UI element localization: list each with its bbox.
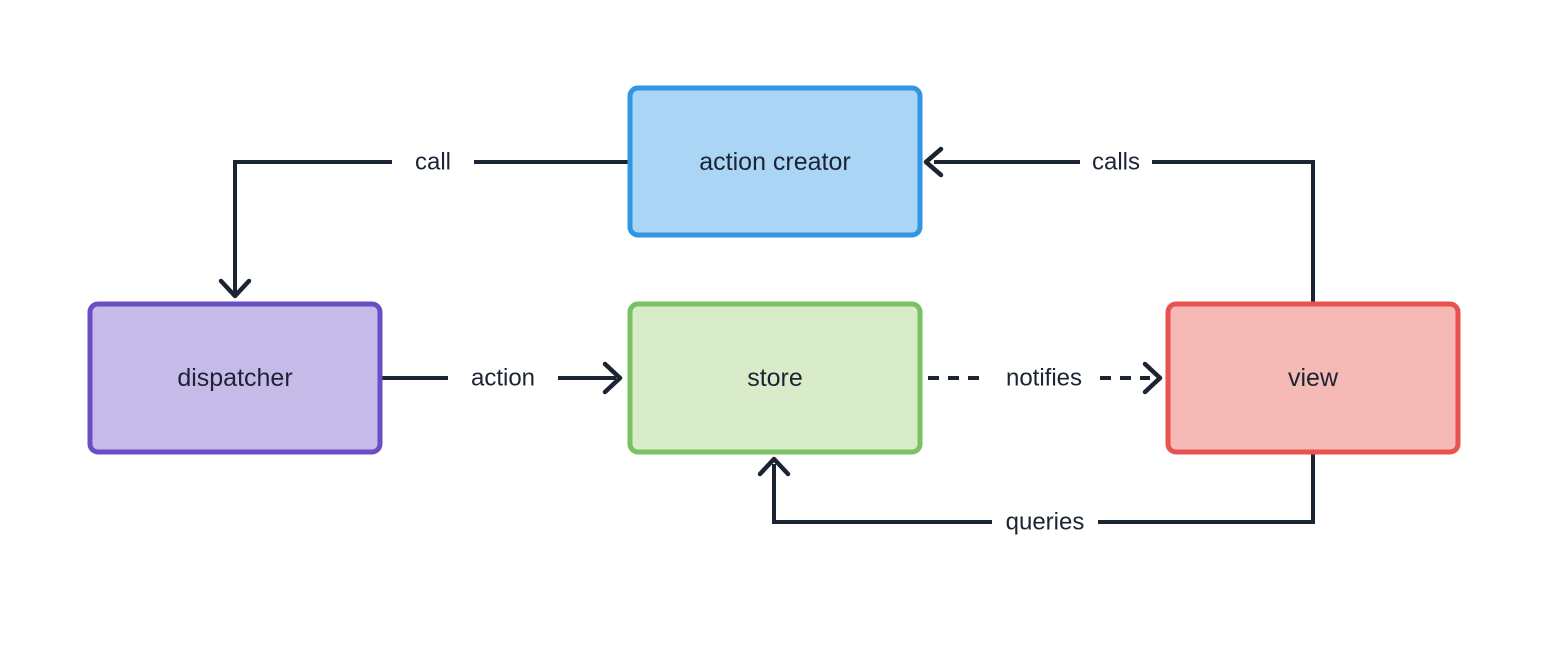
node-store-box (627, 301, 923, 455)
edge-label-notifies: notifies (1006, 365, 1082, 392)
edge-queries: queries (757, 452, 1315, 536)
arrowhead-down-icon (218, 278, 252, 299)
arrowhead-right-icon (602, 361, 623, 395)
arrowhead-right-icon (1142, 361, 1163, 395)
edge-label-queries: queries (1006, 509, 1085, 536)
edge-call: call (218, 149, 630, 299)
node-view-label: view (1288, 364, 1339, 392)
edge-action: action (382, 361, 623, 395)
node-dispatcher-label: dispatcher (177, 364, 292, 392)
node-view: view (1165, 301, 1461, 455)
node-store-label: store (747, 364, 803, 392)
node-action-creator-label: action creator (699, 148, 850, 176)
edge-label-action: action (471, 365, 535, 392)
edge-queries-segment (1098, 452, 1315, 524)
edge-label-calls: calls (1092, 149, 1140, 176)
node-action-creator: action creator (627, 85, 923, 238)
edge-calls: calls (923, 146, 1315, 304)
node-dispatcher-box (87, 301, 383, 455)
edge-call-segment (233, 160, 392, 294)
edge-calls-segment (1152, 160, 1315, 304)
edge-queries-segment (772, 464, 992, 524)
edge-notifies: notifies (928, 361, 1163, 395)
edge-label-call: call (415, 149, 451, 176)
node-view-box (1165, 301, 1461, 455)
arrowhead-up-icon (757, 456, 791, 477)
arrowhead-left-icon (923, 146, 944, 178)
node-dispatcher: dispatcher (87, 301, 383, 455)
node-store: store (627, 301, 923, 455)
node-action-creator-box (627, 85, 923, 238)
